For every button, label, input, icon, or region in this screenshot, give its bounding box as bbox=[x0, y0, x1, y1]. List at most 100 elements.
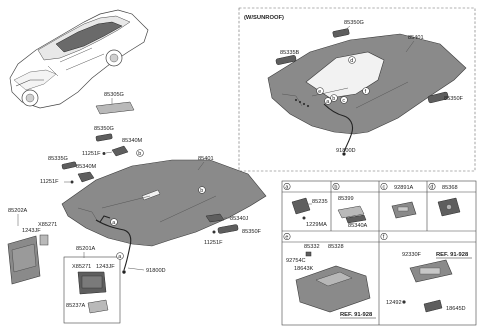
sunroof-screws bbox=[294, 98, 310, 108]
detail-e-label-18643k: 18643K bbox=[294, 266, 314, 272]
label-85401-sunroof: 85401 bbox=[408, 35, 424, 41]
callout-a-headliner bbox=[110, 218, 118, 226]
visor-mirror-cover-a bbox=[39, 234, 49, 246]
grip-handle-85340m bbox=[77, 171, 95, 183]
label-x85271-a: X85271 bbox=[38, 222, 57, 228]
sunroof-wiring-91800d bbox=[323, 103, 354, 153]
car-illustration bbox=[9, 9, 149, 109]
callout-letter-d: d bbox=[350, 58, 353, 64]
label-x85271-b: X85271 bbox=[72, 264, 91, 270]
callout-b-headliner bbox=[198, 186, 206, 194]
detail-b-label-85399: 85399 bbox=[338, 196, 354, 202]
callout-letter-e: e bbox=[318, 89, 321, 95]
label-11251f-right: 11251F bbox=[204, 240, 223, 246]
callout-letter-a-visor: a bbox=[118, 254, 121, 260]
grip-handle-85340j bbox=[205, 213, 225, 223]
callout-letter-b-main: b bbox=[138, 151, 141, 157]
label-85340j: 85340J bbox=[230, 216, 249, 222]
label-11251f-left: 11251F bbox=[40, 179, 59, 185]
detail-a-label-85235: 85235 bbox=[312, 199, 328, 205]
detail-c-badge bbox=[380, 183, 388, 190]
screw-11251f-top bbox=[102, 152, 106, 155]
callout-b-main bbox=[136, 149, 144, 157]
label-91800d-main: 91800D bbox=[146, 268, 166, 274]
headliner-pad-85305g bbox=[95, 101, 135, 115]
sunroof-wire-connector bbox=[342, 152, 346, 156]
detail-e-badge bbox=[283, 233, 291, 240]
callout-letter-b-sunroof: b bbox=[332, 96, 335, 102]
label-1243jf-a: 1243JF bbox=[22, 228, 41, 234]
grip-handle-85350g bbox=[95, 133, 113, 142]
callout-a-sunroof bbox=[324, 97, 332, 105]
callout-d-sunroof bbox=[348, 56, 356, 64]
label-85350g-main: 85350G bbox=[94, 126, 114, 132]
detail-a-label-1229ma: 1229MA bbox=[306, 222, 327, 228]
sunroof-grip-handle-85350g bbox=[332, 28, 350, 38]
callout-letter-c-sunroof: c bbox=[342, 98, 345, 104]
detail-d-letter: d bbox=[430, 185, 433, 191]
detail-f-label-92330f: 92330F bbox=[402, 252, 422, 258]
label-85202a: 85202A bbox=[8, 208, 28, 214]
sunvisor-clip-85335g bbox=[61, 161, 77, 170]
visor-cap-85237a bbox=[87, 299, 109, 314]
screw-11251f-left bbox=[70, 180, 74, 184]
detail-f-label-12492: 12492 bbox=[386, 300, 402, 306]
detail-f-badge bbox=[380, 233, 388, 240]
callout-letter-a-headliner: a bbox=[112, 220, 115, 226]
label-85401-main: 85401 bbox=[198, 156, 214, 162]
wiring-91800d bbox=[95, 219, 132, 271]
detail-b-letter: b bbox=[334, 185, 337, 191]
sunroof-title: (W/SUNROOF) bbox=[244, 15, 284, 21]
label-85335g: 85335G bbox=[48, 156, 68, 162]
callout-letter-a-sunroof: a bbox=[326, 99, 329, 105]
sunroof-grip-handle-85350f bbox=[427, 91, 449, 104]
label-85201a: 85201A bbox=[76, 246, 96, 252]
detail-d-badge bbox=[428, 183, 436, 190]
detail-e-label-85332: 85332 bbox=[304, 244, 320, 250]
detail-e-label-92754c: 92754C bbox=[286, 258, 306, 264]
main-headliner-85401 bbox=[61, 159, 267, 247]
callout-f-sunroof bbox=[362, 87, 370, 95]
detail-e-letter: e bbox=[285, 235, 288, 241]
detail-e-overhead-console bbox=[295, 265, 371, 313]
label-85340m-top: 85340M bbox=[122, 138, 143, 144]
detail-a-letter: a bbox=[285, 185, 288, 191]
label-85350f-main: 85350F bbox=[242, 229, 262, 235]
detail-grid bbox=[281, 180, 477, 326]
detail-f-letter: f bbox=[383, 235, 385, 241]
detail-f-ref: REF. 91-928 bbox=[436, 252, 469, 258]
grip-handle-85340m-top bbox=[111, 145, 129, 157]
detail-c-letter: c bbox=[383, 185, 386, 191]
detail-f-label-18645d: 18645D bbox=[446, 306, 466, 312]
detail-e-ref: REF. 91-928 bbox=[340, 312, 373, 318]
label-85335b: 85335B bbox=[280, 50, 300, 56]
callout-b-sunroof bbox=[330, 94, 338, 102]
callout-a-visor bbox=[116, 252, 124, 260]
sunroof-box bbox=[238, 7, 476, 172]
label-11251f-top: 11251F bbox=[82, 151, 101, 157]
detail-b-label-85340a: 85340A bbox=[348, 223, 368, 229]
sunroof-sunvisor-clip-85335b bbox=[275, 55, 297, 65]
label-91800d-sunroof: 91800D bbox=[336, 148, 356, 154]
callout-letter-b-headliner: b bbox=[200, 188, 203, 194]
label-85340m: 85340M bbox=[76, 164, 97, 170]
detail-b-part-85340a bbox=[345, 214, 367, 224]
wire-connector-main bbox=[122, 270, 126, 274]
detail-b-badge bbox=[332, 183, 340, 190]
detail-b-part-85399 bbox=[337, 205, 365, 219]
detail-a-part-85235 bbox=[291, 197, 311, 215]
sunroof-headliner bbox=[267, 33, 467, 135]
label-85350f-sunroof: 85350F bbox=[444, 96, 464, 102]
label-85350g-sunroof: 85350G bbox=[344, 20, 364, 26]
callout-c-sunroof bbox=[340, 96, 348, 104]
label-85237a: 85237A bbox=[66, 303, 86, 309]
label-1243jf-b: 1243JF bbox=[96, 264, 115, 270]
detail-f-part-18645d bbox=[423, 299, 443, 313]
detail-d-label-85368: 85368 bbox=[442, 185, 458, 191]
callout-letter-f: f bbox=[365, 89, 367, 95]
detail-c-label-92891a: 92891A bbox=[394, 185, 414, 191]
grip-handle-85350f bbox=[217, 224, 239, 234]
detail-e-label-85328: 85328 bbox=[328, 244, 344, 250]
callout-e-sunroof bbox=[316, 87, 324, 95]
